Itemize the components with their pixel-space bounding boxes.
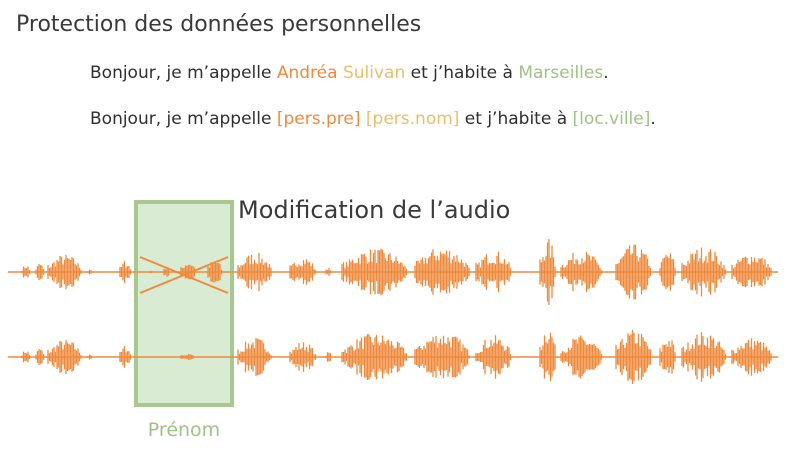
- firstname-tag: [pers.pre]: [276, 109, 361, 129]
- sentence-middle: et j’habite à: [459, 109, 573, 129]
- original-sentence: Bonjour, je m’appelle Andréa Sulivan et …: [90, 63, 609, 83]
- sentence-prefix: Bonjour, je m’appelle: [90, 63, 277, 83]
- page-title: Protection des données personnelles: [16, 12, 422, 37]
- sentence-suffix: .: [603, 63, 609, 83]
- lastname-value: Sulivan: [342, 63, 406, 83]
- firstname-value: Andréa: [276, 63, 338, 83]
- modified-waveform: [8, 329, 778, 385]
- city-value: Marseilles: [518, 63, 604, 83]
- sentence-suffix: .: [650, 109, 656, 129]
- firstname-highlight-box: [134, 200, 234, 407]
- sentence-middle: et j’habite à: [405, 63, 519, 83]
- deleted-segment-cross-icon: [139, 256, 229, 294]
- audio-heading: Modification de l’audio: [238, 196, 511, 224]
- highlight-label: Prénom: [147, 419, 221, 441]
- sentence-prefix: Bonjour, je m’appelle: [90, 109, 277, 129]
- original-waveform: [8, 238, 778, 306]
- city-tag: [loc.ville]: [572, 109, 651, 129]
- tagged-sentence: Bonjour, je m’appelle [pers.pre] [pers.n…: [90, 109, 656, 129]
- lastname-tag: [pers.nom]: [365, 109, 460, 129]
